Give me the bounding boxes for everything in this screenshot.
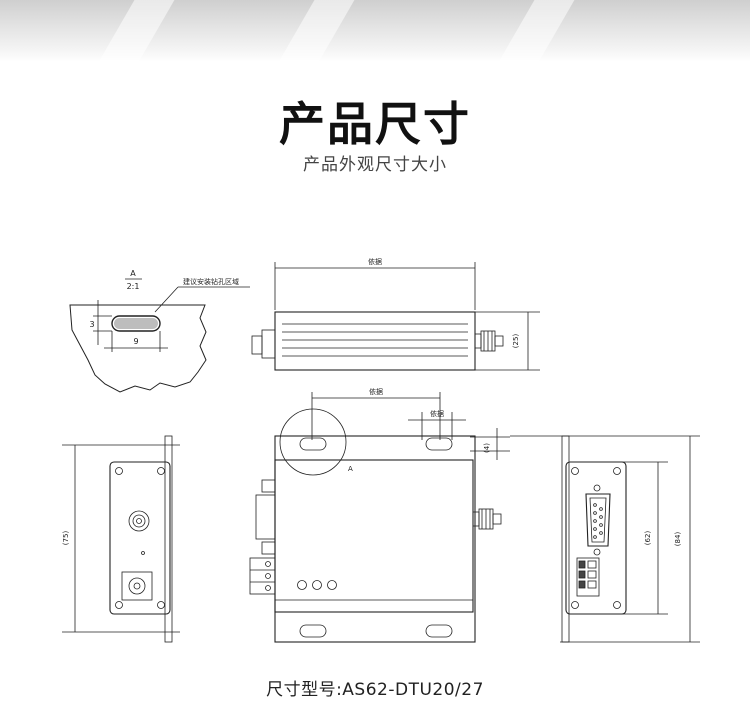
front-dim-slot: 依据 bbox=[430, 409, 444, 418]
page-subtitle: 产品外观尺寸大小 bbox=[303, 155, 447, 175]
detail-scale: 2:1 bbox=[127, 282, 140, 291]
header-banner bbox=[0, 0, 750, 62]
right-dim-inner-height: (62) bbox=[644, 531, 652, 546]
top-dim-length: 依据 bbox=[368, 257, 382, 266]
detail-callout: 建议安装钻孔区域 bbox=[183, 277, 239, 286]
top-dim-height: (25) bbox=[512, 334, 520, 349]
front-detail-marker: A bbox=[348, 465, 353, 473]
model-caption: 尺寸型号:AS62-DTU20/27 bbox=[266, 680, 484, 700]
front-view: 依据 依据 (4) A bbox=[249, 387, 510, 643]
right-end-view: (84) (62) bbox=[510, 435, 700, 643]
front-dim-hole-span: 依据 bbox=[369, 387, 383, 396]
left-dim-height: (75) bbox=[62, 531, 70, 546]
top-view: 依据 (25) bbox=[251, 257, 540, 371]
right-dim-outer-height: (84) bbox=[674, 532, 682, 547]
detail-view: A 2:1 建议安装钻孔区域 3 9 bbox=[69, 269, 250, 393]
page-title: 产品尺寸 bbox=[279, 97, 471, 151]
detail-dim-width: 9 bbox=[133, 337, 138, 346]
front-dim-slot-offset: (4) bbox=[483, 443, 491, 453]
detail-letter: A bbox=[130, 269, 136, 278]
detail-dim-height: 3 bbox=[89, 320, 94, 329]
left-end-view: (75) bbox=[62, 435, 180, 643]
